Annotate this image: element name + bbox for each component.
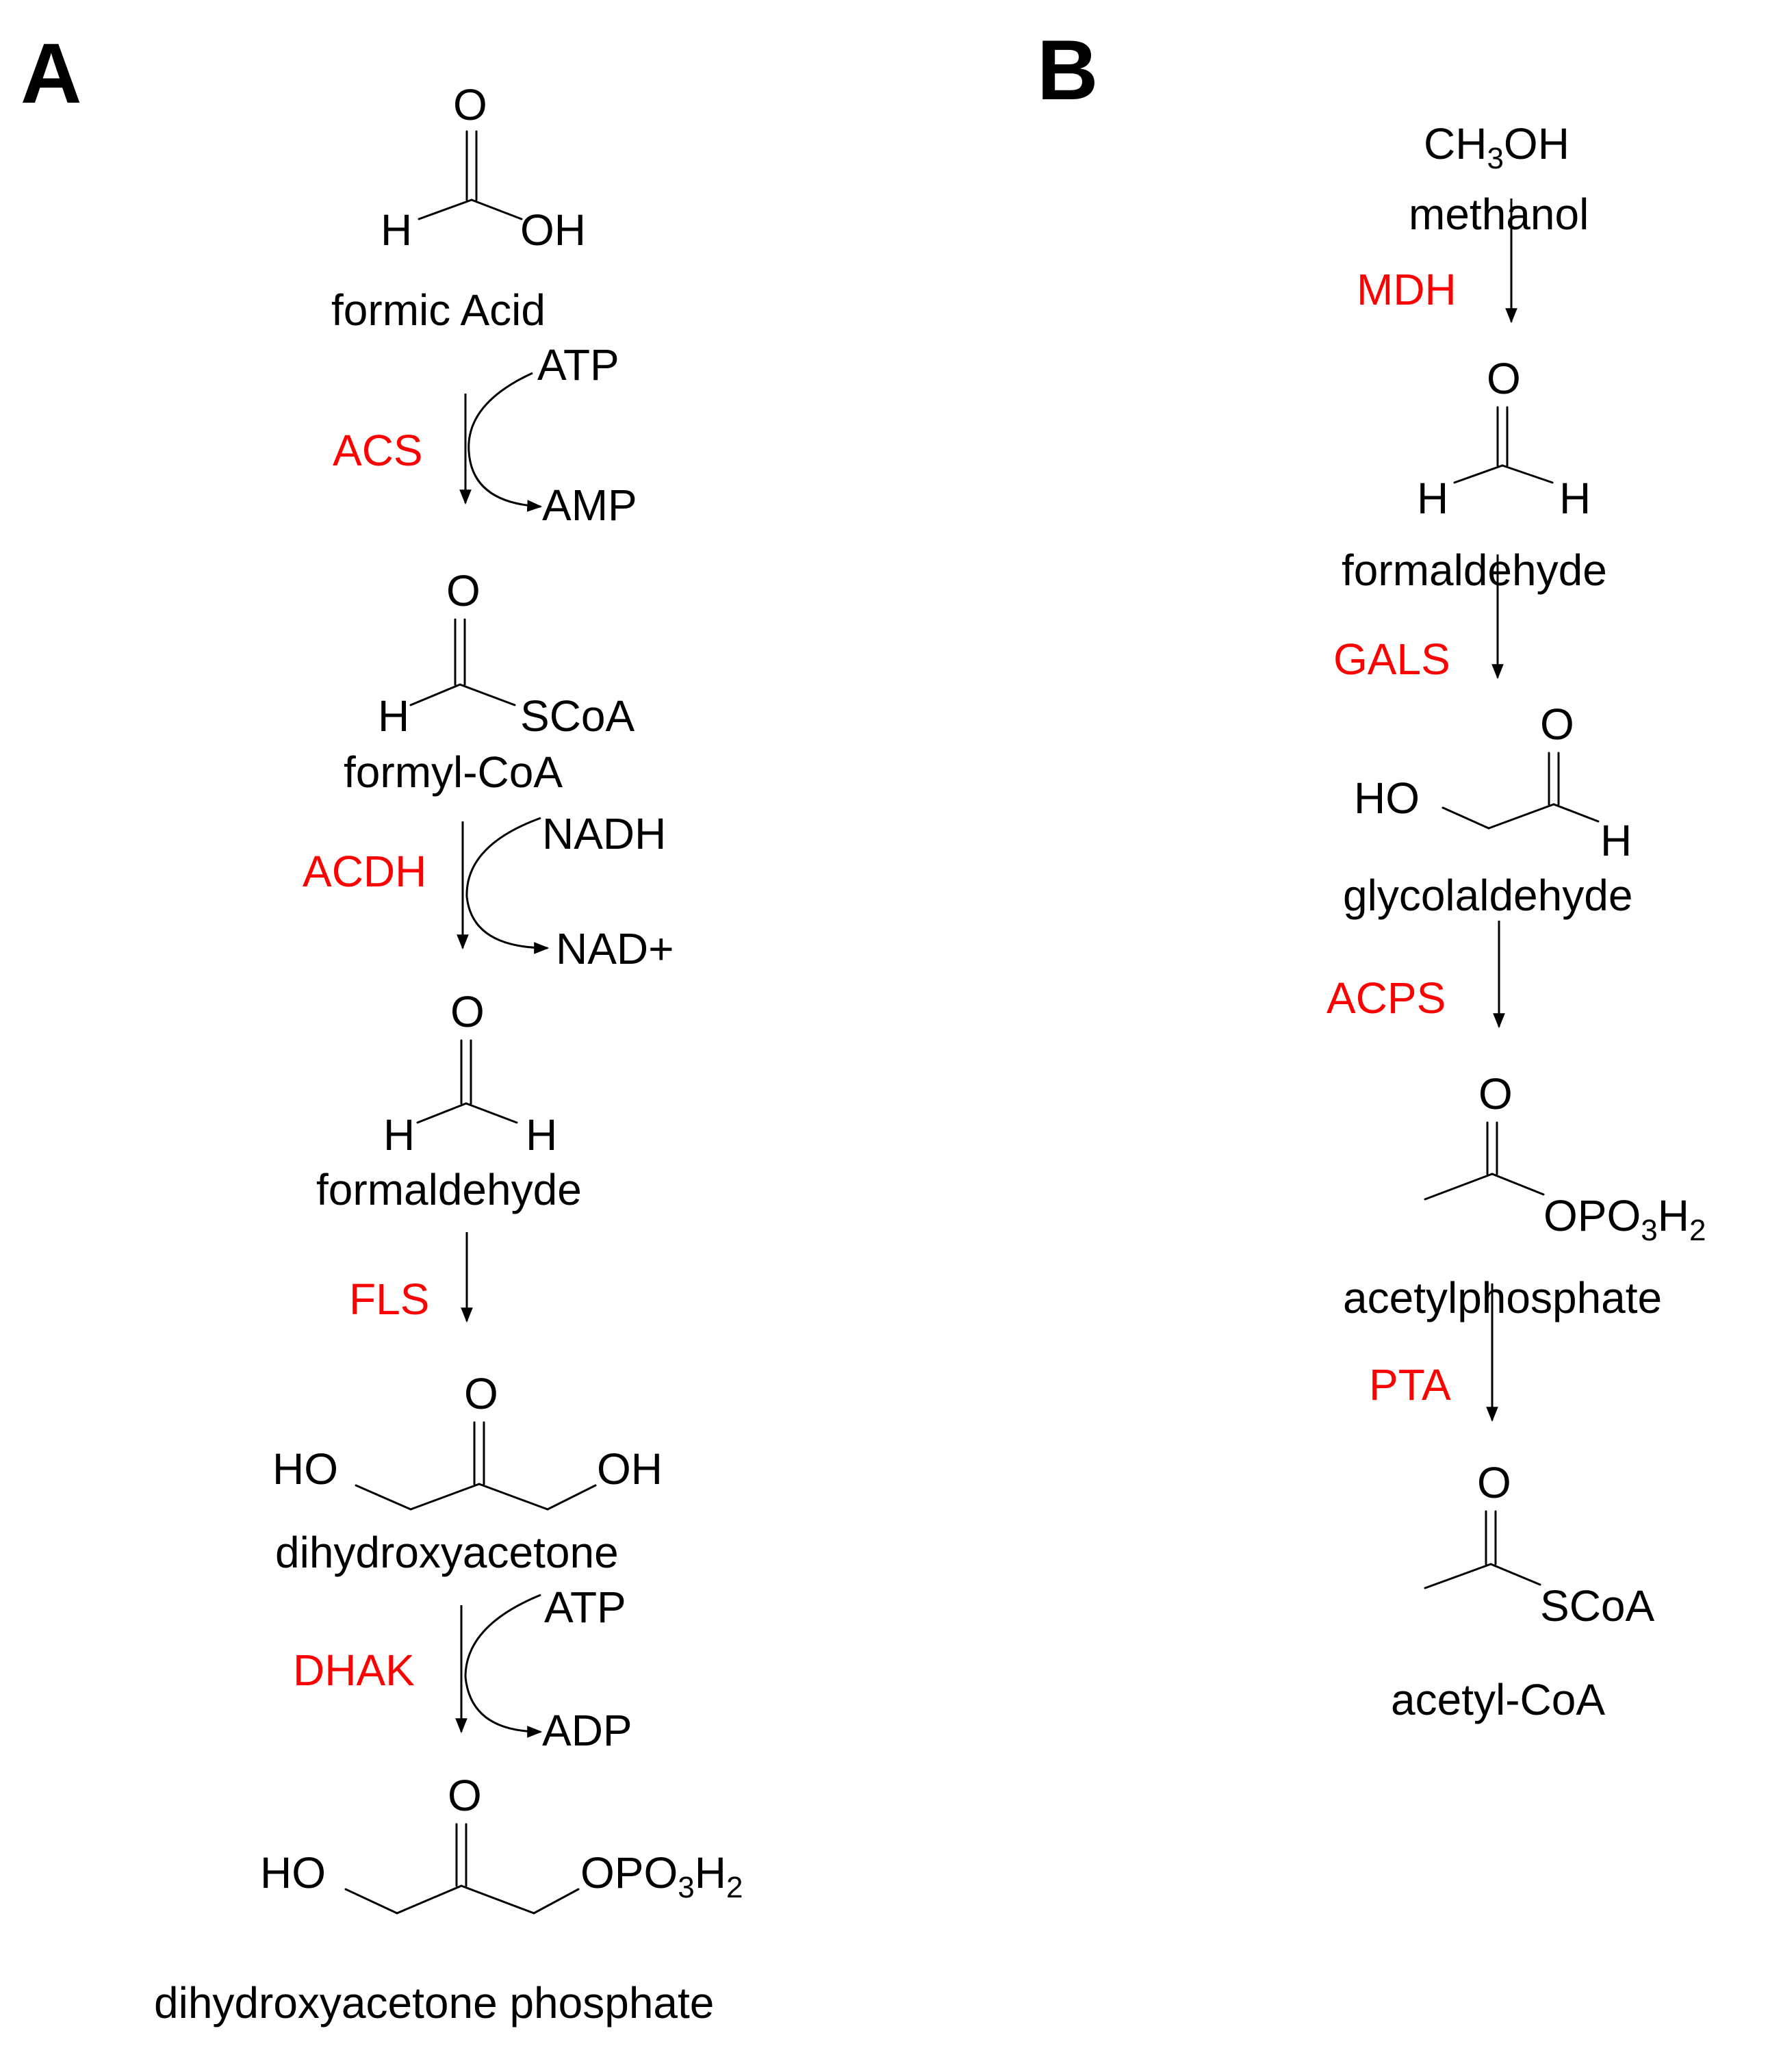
step-mdh: MDH <box>1357 199 1517 324</box>
bond <box>1552 803 1600 823</box>
dha-ho: HO <box>272 1444 338 1494</box>
formaldehyde-b-structure: O H H <box>1417 354 1591 523</box>
acetyl-coa-o: O <box>1477 1458 1511 1507</box>
bond <box>344 1888 398 1915</box>
enzyme-label-acdh: ACDH <box>303 847 426 896</box>
panel-label-b: B <box>1037 23 1099 118</box>
formic-acid-o: O <box>453 80 487 129</box>
panel-label-a: A <box>21 27 82 121</box>
formaldehyde-h2: H <box>1559 474 1591 523</box>
glycolaldehyde-name: glycolaldehyde <box>1343 871 1632 920</box>
cofactor-atp: ATP <box>544 1583 626 1632</box>
bond <box>1424 1173 1494 1201</box>
formaldehyde-a-structure: O H H <box>383 987 557 1160</box>
dihydroxyacetone-structure: O HO OH <box>272 1369 663 1511</box>
formyl-coa-h: H <box>378 691 409 741</box>
formaldehyde-o: O <box>1487 354 1521 403</box>
enzyme-label-pta: PTA <box>1369 1360 1451 1409</box>
formic-acid-h: H <box>381 205 412 255</box>
bond <box>396 1884 463 1915</box>
step-dhak: DHAK ATP ADP <box>293 1583 632 1755</box>
bond <box>533 1888 580 1915</box>
acetylphosphate-name: acetylphosphate <box>1343 1273 1662 1322</box>
bond <box>1442 806 1490 830</box>
formic-acid-oh: OH <box>520 205 586 255</box>
enzyme-label-fls: FLS <box>349 1275 429 1324</box>
glycolaldehyde-structure: O HO H <box>1354 700 1632 865</box>
step-fls: FLS <box>349 1232 473 1324</box>
formyl-coa-scoa: SCoA <box>520 691 635 741</box>
glycolaldehyde-o: O <box>1540 700 1574 749</box>
dhap-o: O <box>448 1771 482 1820</box>
glycolaldehyde-h: H <box>1600 816 1632 865</box>
cofactor-curve-out <box>467 451 543 512</box>
bond <box>409 683 461 706</box>
step-acs: ACS ATP AMP <box>333 340 637 530</box>
dihydroxyacetone-name: dihydroxyacetone <box>275 1528 619 1577</box>
enzyme-label-acps: ACPS <box>1327 973 1446 1023</box>
bond <box>355 1484 412 1511</box>
bond <box>1453 464 1504 484</box>
bond <box>418 199 473 220</box>
enzyme-label-dhak: DHAK <box>293 1646 415 1695</box>
cofactor-curve-in <box>465 817 541 897</box>
formic-acid-structure: O H OH <box>381 80 586 255</box>
formaldehyde-b-name: formaldehyde <box>1342 546 1607 595</box>
cofactor-curve-in <box>464 1594 541 1678</box>
formaldehyde-h1: H <box>383 1110 415 1160</box>
enzyme-label-gals: GALS <box>1333 635 1450 684</box>
bond <box>1424 1563 1492 1589</box>
acetyl-coa-structure: O SCoA <box>1424 1458 1655 1630</box>
dhap-ho: HO <box>260 1848 326 1897</box>
formaldehyde-h2: H <box>526 1110 557 1160</box>
dha-o: O <box>464 1369 498 1418</box>
step-gals: GALS <box>1333 554 1504 684</box>
acetylphosphate-structure: O OPO3H2 <box>1424 1069 1706 1247</box>
methanol-name: methanol <box>1409 190 1589 239</box>
bond <box>470 199 523 220</box>
bond <box>1501 464 1554 484</box>
acetylphosphate-o: O <box>1478 1069 1513 1118</box>
formaldehyde-h1: H <box>1417 474 1448 523</box>
enzyme-label-mdh: MDH <box>1357 265 1457 314</box>
cofactor-nadh: NADH <box>542 809 666 858</box>
formaldehyde-a-name: formaldehyde <box>316 1165 582 1214</box>
bond <box>416 1102 467 1124</box>
bond <box>546 1484 597 1511</box>
step-acdh: ACDH NADH NAD+ <box>303 809 674 973</box>
bond <box>1491 1173 1545 1196</box>
bond <box>465 1102 518 1124</box>
acetyl-coa-name: acetyl-CoA <box>1391 1675 1605 1724</box>
enzyme-label-acs: ACS <box>333 426 423 475</box>
cofactor-curve-in <box>467 372 533 452</box>
acetylphosphate-opo3h2: OPO3H2 <box>1543 1191 1706 1247</box>
formaldehyde-o: O <box>450 987 485 1036</box>
bond <box>459 683 516 706</box>
cofactor-adp: ADP <box>542 1706 632 1755</box>
formyl-coa-o: O <box>446 566 481 615</box>
bond <box>409 1483 481 1511</box>
bond <box>478 1483 549 1511</box>
dha-oh: OH <box>597 1444 663 1494</box>
formyl-coa-name: formyl-CoA <box>344 747 563 797</box>
acetyl-coa-scoa: SCoA <box>1540 1581 1655 1630</box>
formic-acid-name: formic Acid <box>331 285 546 335</box>
bond <box>1487 803 1555 830</box>
cofactor-nad: NAD+ <box>556 924 674 973</box>
cofactor-atp: ATP <box>537 340 619 389</box>
formyl-coa-structure: O H SCoA <box>378 566 635 741</box>
bond <box>1489 1563 1541 1586</box>
glycolaldehyde-ho: HO <box>1354 773 1420 823</box>
methanol-formula: CH3OH <box>1424 119 1569 175</box>
cofactor-curve-out <box>465 896 550 954</box>
dhap-opo3h2: OPO3H2 <box>580 1848 743 1904</box>
bond <box>460 1884 535 1915</box>
cofactor-curve-out <box>464 1676 543 1738</box>
cofactor-amp: AMP <box>542 481 637 530</box>
step-acps: ACPS <box>1327 921 1505 1029</box>
dhap-structure: O HO OPO3H2 <box>260 1771 743 1915</box>
step-pta: PTA <box>1369 1283 1498 1422</box>
dhap-name: dihydroxyacetone phosphate <box>154 1978 714 2028</box>
